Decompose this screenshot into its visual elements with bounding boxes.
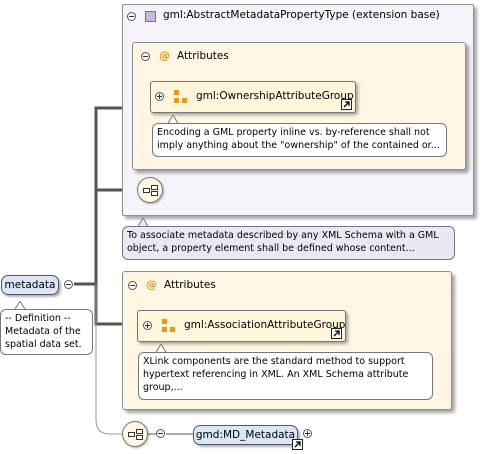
extension-doc: To associate metadata described by any X…	[122, 226, 455, 260]
callout-tail	[167, 115, 180, 125]
attributes-box: @ Attributes gml:AssociationAttributeGro…	[122, 271, 452, 410]
association-group-label: gml:AssociationAttributeGroup	[184, 319, 346, 331]
attribute-at-icon-2: @	[146, 278, 157, 291]
attributes-label: Attributes	[164, 279, 216, 291]
root-doc-tail	[14, 301, 27, 311]
sequence-icon	[143, 185, 158, 196]
sequence-icon-2	[128, 429, 143, 440]
callout-tail-2	[155, 344, 168, 354]
ext-doc-tail	[137, 218, 150, 228]
ownership-group-label: gml:OwnershipAttributeGroup	[196, 90, 354, 102]
child-element-md-metadata[interactable]: gmd:MD_Metadata	[193, 425, 298, 445]
root-element-metadata[interactable]: metadata	[1, 275, 59, 295]
reference-arrow-icon-2[interactable]	[331, 328, 342, 339]
attribute-group-icon-2	[162, 319, 176, 333]
ownership-attribute-group[interactable]: gml:OwnershipAttributeGroup	[150, 81, 356, 113]
ext-sequence-compositor[interactable]	[137, 177, 163, 203]
ownership-group-doc: Encoding a GML property inline vs. by-re…	[152, 123, 447, 157]
attributes-collapse-toggle[interactable]	[128, 281, 137, 290]
sequence-collapse-toggle[interactable]	[156, 429, 165, 438]
sequence-connector	[95, 284, 122, 435]
reference-arrow-icon[interactable]	[341, 99, 352, 110]
ownership-expand-toggle[interactable]	[155, 92, 164, 101]
child-element-label: gmd:MD_Metadata	[195, 429, 296, 441]
ext-collapse-toggle[interactable]	[127, 12, 136, 21]
complex-type-icon	[145, 11, 156, 22]
association-attribute-group[interactable]: gml:AssociationAttributeGroup	[137, 310, 346, 342]
attribute-group-icon	[174, 90, 188, 104]
ext-attributes-box: @ Attributes gml:OwnershipAttributeGroup…	[132, 42, 466, 170]
child-expand-toggle[interactable]	[303, 429, 312, 438]
extension-base-box: gml:AbstractMetadataPropertyType (extens…	[122, 4, 474, 216]
association-expand-toggle[interactable]	[143, 321, 152, 330]
root-collapse-toggle[interactable]	[64, 280, 73, 289]
association-group-doc: XLink components are the standard method…	[138, 352, 433, 400]
ext-attributes-label: Attributes	[177, 50, 229, 62]
child-reference-arrow-icon[interactable]	[292, 439, 303, 450]
attribute-at-icon: @	[159, 49, 170, 62]
sequence-compositor[interactable]	[122, 421, 148, 447]
extension-title: gml:AbstractMetadataPropertyType (extens…	[163, 9, 440, 21]
light-connectors	[95, 284, 122, 435]
ext-attributes-collapse-toggle[interactable]	[141, 52, 150, 61]
root-element-doc: -- Definition -- Metadata of the spatial…	[0, 309, 93, 355]
